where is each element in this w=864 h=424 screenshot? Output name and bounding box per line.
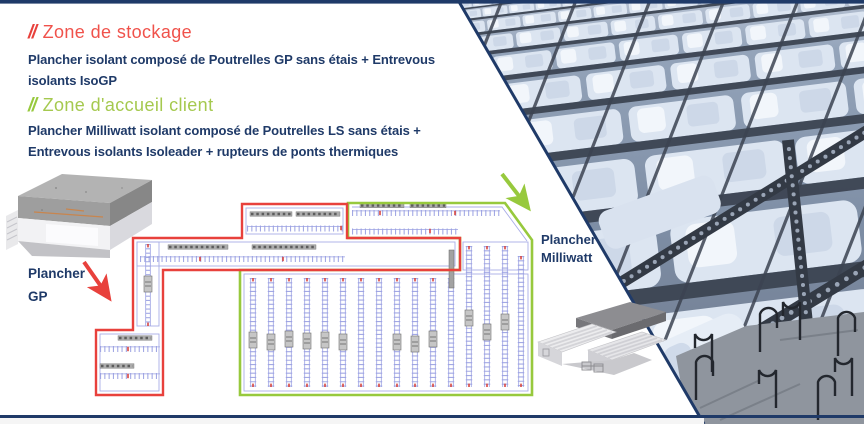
floor-plan	[94, 201, 534, 397]
diagonal-edge	[456, 0, 706, 424]
green-arrow	[500, 172, 531, 212]
client-zone-title: Zone d'accueil client	[42, 95, 214, 115]
bottom-border	[0, 415, 864, 418]
red-arrow	[82, 260, 112, 302]
render-plancher-gp	[6, 174, 152, 258]
storage-zone-heading: // Zone de stockage	[28, 22, 192, 44]
plan-joists	[99, 203, 525, 387]
top-border	[0, 0, 864, 4]
client-zone-outline	[94, 202, 462, 397]
storage-zone-title: Zone de stockage	[42, 22, 193, 42]
bottom-strip	[0, 418, 704, 424]
client-zone-description: Plancher Milliwatt isolant composé de Po…	[28, 123, 421, 159]
storage-zone-description: Plancher isolant composé de Poutrelles G…	[28, 52, 435, 88]
heading-slashes-icon: //	[28, 22, 37, 43]
plancher-gp-label: Plancher GP	[28, 266, 86, 304]
plancher-milliwatt-label: Plancher Milliwatt	[541, 232, 596, 265]
heading-slashes-icon: //	[28, 95, 37, 116]
rebar-hooks	[693, 301, 857, 420]
client-zone-heading: // Zone d'accueil client	[28, 95, 214, 117]
render-plancher-milliwatt	[537, 302, 667, 375]
